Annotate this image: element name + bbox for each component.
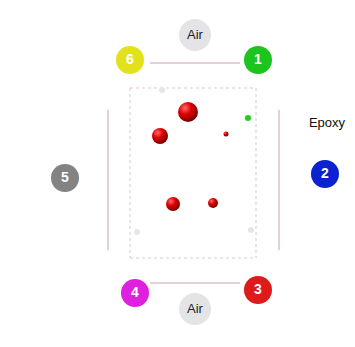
callout-number: 3 — [244, 276, 272, 304]
callout-number: 1 — [244, 46, 272, 74]
circle-shape — [121, 279, 149, 307]
callout-number: 6 — [116, 46, 144, 74]
air-label: Air — [187, 28, 203, 42]
circle-shape — [179, 19, 211, 51]
callout-number: 1 — [254, 52, 262, 67]
circle-shape — [244, 46, 272, 74]
circle-shape — [244, 276, 272, 304]
air-circle: Air — [179, 293, 211, 325]
circle-shape — [51, 164, 79, 192]
air-label: Air — [187, 302, 203, 316]
callout-number: 2 — [311, 160, 339, 188]
callout-number: 2 — [321, 166, 329, 181]
green-dot — [245, 115, 251, 121]
frame-lines — [108, 63, 279, 283]
material-label: Epoxy — [309, 115, 345, 130]
callout-number: 4 — [131, 285, 139, 300]
epoxy-region: Air615243AirEpoxy — [6, 2, 350, 346]
callout-number: 5 — [61, 170, 69, 185]
callout-number: 5 — [51, 164, 79, 192]
label-holder: Epoxy — [309, 113, 345, 131]
callout-number: 3 — [254, 282, 262, 297]
red-spheres — [152, 102, 229, 211]
grey-dots — [134, 87, 254, 235]
air-circle: Air — [179, 19, 211, 51]
callout-number: 6 — [126, 52, 134, 67]
callout-number: 4 — [121, 279, 149, 307]
circle-shape — [179, 293, 211, 325]
circle-shape — [311, 160, 339, 188]
circle-shape — [116, 46, 144, 74]
